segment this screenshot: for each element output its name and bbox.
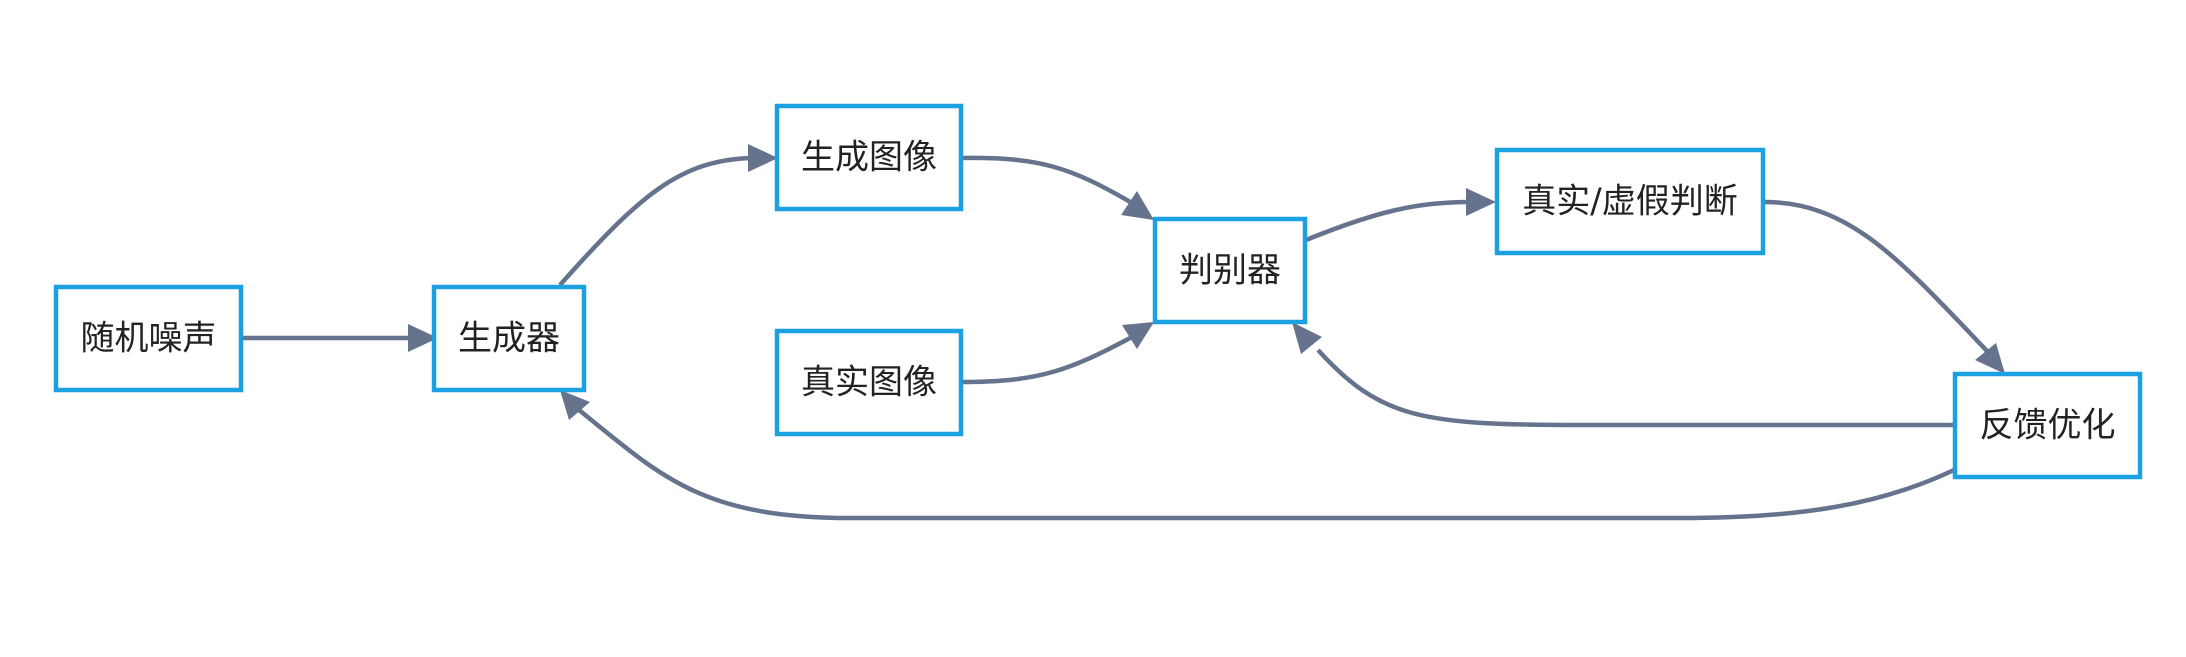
arrowhead-generated-image — [748, 144, 778, 172]
arrowhead-discriminator-top — [1121, 191, 1154, 220]
node-label-real-image: 真实图像 — [801, 363, 937, 403]
arrowhead-generator-feedback — [560, 390, 590, 420]
arrowhead-feedback — [1975, 343, 2005, 374]
edge-feedback-to-generator — [577, 408, 1955, 521]
edge-real-image-to-discriminator — [961, 335, 1134, 385]
node-discriminator[interactable]: 判别器 — [1152, 216, 1308, 325]
node-label-real-fake-judgment: 真实/虚假判断 — [1522, 182, 1737, 222]
node-real-fake-judgment[interactable]: 真实/虚假判断 — [1494, 147, 1766, 256]
node-generator[interactable]: 生成器 — [431, 284, 587, 393]
node-label-generator: 生成器 — [458, 319, 560, 359]
node-generated-image[interactable]: 生成图像 — [774, 103, 964, 212]
node-random-noise[interactable]: 随机噪声 — [53, 284, 244, 393]
node-label-discriminator: 判别器 — [1179, 251, 1281, 291]
node-real-image[interactable]: 真实图像 — [774, 328, 964, 437]
node-label-feedback-optimization: 反馈优化 — [1980, 406, 2116, 446]
node-label-random-noise: 随机噪声 — [81, 319, 217, 359]
edge-generator-to-generated-image — [558, 155, 753, 287]
edges — [243, 144, 2005, 521]
arrowhead-discriminator-bottom — [1122, 322, 1154, 349]
node-label-generated-image: 生成图像 — [801, 138, 937, 178]
edge-generated-image-to-discriminator — [961, 155, 1134, 205]
node-feedback-optimization[interactable]: 反馈优化 — [1952, 371, 2143, 480]
edge-feedback-to-discriminator — [1316, 348, 1954, 428]
arrowhead-discriminator-feedback — [1292, 322, 1322, 354]
arrowhead-generator-from-noise — [408, 324, 438, 352]
edge-judgment-to-feedback — [1763, 199, 1990, 354]
arrowhead-judgment — [1466, 188, 1496, 216]
edge-discriminator-to-judgment — [1305, 199, 1471, 243]
